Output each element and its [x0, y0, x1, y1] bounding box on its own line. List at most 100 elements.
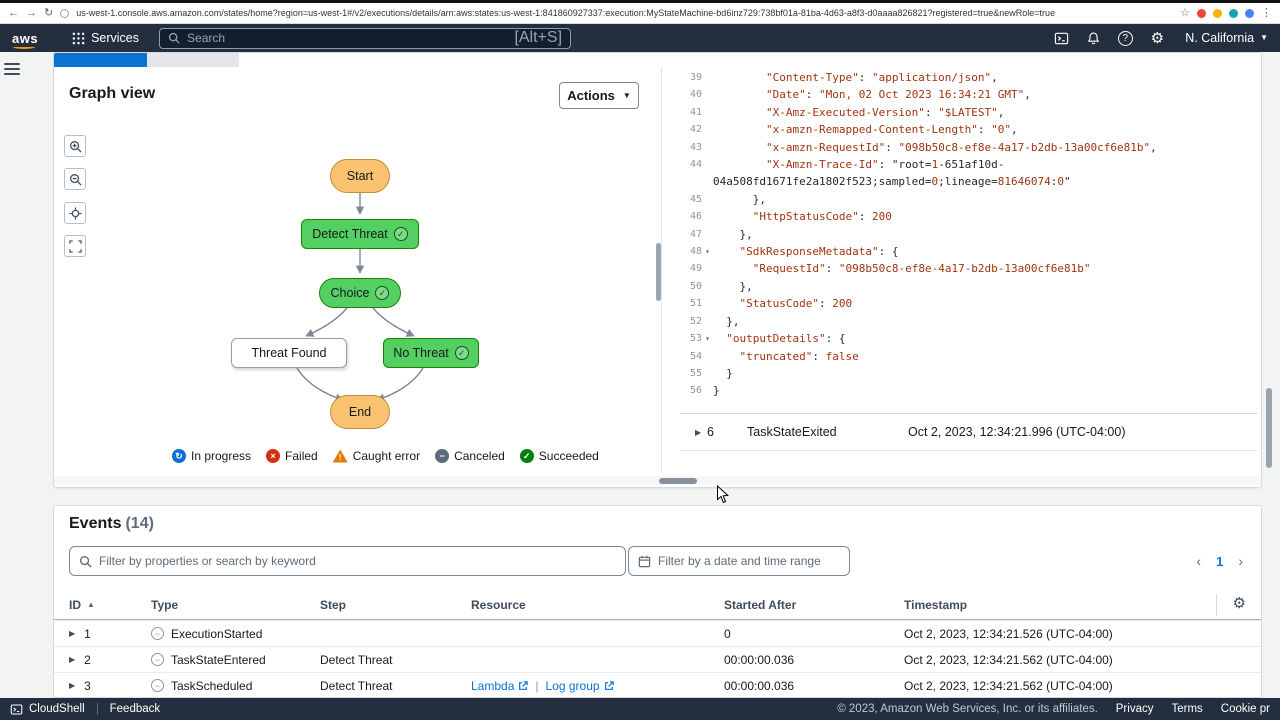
horizontal-scrollbar-track[interactable]: [54, 476, 1261, 485]
chevron-down-icon: ▼: [1260, 33, 1268, 42]
previous-page-icon[interactable]: ‹: [1196, 553, 1202, 569]
console-search[interactable]: [Alt+S]: [159, 27, 572, 49]
help-icon[interactable]: ?: [1111, 26, 1139, 50]
horizontal-scrollbar-thumb[interactable]: [659, 478, 697, 484]
line-number: 50: [689, 280, 702, 292]
search-input[interactable]: [187, 31, 508, 45]
line-number: 55: [689, 367, 702, 379]
forward-icon[interactable]: →: [26, 6, 37, 19]
site-info-icon[interactable]: [60, 8, 70, 18]
table-row[interactable]: ▶1 −ExecutionStarted 0 Oct 2, 2023, 12:3…: [54, 620, 1261, 646]
terms-link[interactable]: Terms: [1171, 703, 1203, 715]
gutter-spacer: [702, 382, 713, 399]
cell-timestamp: Oct 2, 2023, 12:34:21.562 (UTC-04:00): [904, 652, 1113, 667]
cloudshell-icon[interactable]: [1047, 26, 1075, 50]
events-filter-field[interactable]: [99, 554, 616, 568]
code-text: "X-Amz-Executed-Version": "$LATEST",: [765, 105, 1005, 119]
line-number: 44: [689, 159, 702, 171]
next-page-icon[interactable]: ›: [1238, 553, 1243, 569]
extension-icon[interactable]: [1229, 8, 1238, 18]
center-graph-button[interactable]: [64, 202, 86, 224]
code-text: "X-Amzn-Trace-Id": "root=1-651af10d-: [765, 158, 1005, 172]
code-line: 50 },: [680, 278, 1258, 295]
services-menu[interactable]: Services: [72, 31, 139, 45]
graph-node-end[interactable]: End: [330, 395, 390, 429]
cloudshell-button[interactable]: CloudShell: [10, 703, 85, 716]
region-selector[interactable]: N. California ▼: [1185, 31, 1268, 45]
lambda-link[interactable]: Lambda: [471, 679, 529, 693]
cell-type: TaskStateEntered: [171, 652, 266, 667]
back-icon[interactable]: ←: [8, 6, 19, 19]
refresh-icon[interactable]: ↻: [44, 6, 54, 19]
gutter-spacer: [702, 208, 713, 225]
expand-icon[interactable]: ▶: [69, 655, 76, 664]
zoom-out-button[interactable]: [64, 168, 86, 190]
line-number: 56: [689, 385, 702, 397]
collapse-node-icon[interactable]: ▾: [705, 247, 710, 257]
event-output-json: 39 "Content-Type": "application/json",40…: [680, 69, 1258, 400]
fit-view-button[interactable]: [64, 235, 86, 257]
sort-ascending-icon: ▲: [87, 600, 95, 609]
aws-logo[interactable]: aws: [12, 31, 38, 49]
date-range-filter[interactable]: [628, 546, 850, 576]
log-group-link[interactable]: Log group: [546, 679, 614, 693]
expand-icon[interactable]: ▶: [69, 629, 76, 638]
browser-menu-icon[interactable]: ⋮: [1261, 6, 1272, 19]
code-line: 46 "HttpStatusCode": 200: [680, 208, 1258, 225]
events-filter-input[interactable]: [69, 546, 626, 576]
code-line: 04a508fd1671fe2a1802f523;sampled=0;linea…: [680, 173, 1258, 190]
actions-button[interactable]: Actions ▼: [559, 82, 639, 109]
page-number[interactable]: 1: [1216, 553, 1224, 569]
expand-icon[interactable]: ▶: [69, 681, 76, 690]
notifications-bell-icon[interactable]: [1079, 26, 1107, 50]
event-list-item[interactable]: ▶ 6 TaskStateExited Oct 2, 2023, 12:34:2…: [680, 414, 1258, 451]
extension-icon[interactable]: [1213, 8, 1222, 18]
code-line: 39 "Content-Type": "application/json",: [680, 69, 1258, 86]
url-text[interactable]: us-west-1.console.aws.amazon.com/states/…: [76, 8, 1056, 18]
graph-node-no-threat[interactable]: No Threat ✓: [383, 338, 479, 368]
legend-item: ↻In progress: [172, 449, 251, 463]
code-line: 45 },: [680, 191, 1258, 208]
cell-id: 1: [84, 626, 91, 641]
code-line: 54 "truncated": false: [680, 348, 1258, 365]
partial-secondary-button[interactable]: [147, 53, 239, 67]
line-number: 51: [689, 298, 702, 310]
in-progress-status-icon: ↻: [172, 449, 186, 463]
code-text: },: [713, 227, 753, 241]
graph-node-choice[interactable]: Choice ✓: [319, 278, 401, 308]
graph-node-detect-threat[interactable]: Detect Threat ✓: [301, 219, 419, 249]
settings-gear-icon[interactable]: ⚙: [1150, 30, 1165, 47]
privacy-link[interactable]: Privacy: [1115, 703, 1154, 715]
extension-icon[interactable]: [1245, 8, 1254, 18]
date-range-field[interactable]: [658, 554, 840, 568]
expand-icon[interactable]: ▶: [695, 427, 702, 437]
column-id[interactable]: ID ▲: [69, 597, 95, 612]
extension-icon[interactable]: [1197, 8, 1206, 18]
side-nav-toggle[interactable]: [4, 62, 20, 76]
event-type-icon: −: [151, 679, 164, 692]
table-row[interactable]: ▶3 −TaskScheduled Detect Threat Lambda|L…: [54, 672, 1261, 697]
feedback-button[interactable]: Feedback: [109, 703, 161, 715]
table-row[interactable]: ▶2 −TaskStateEntered Detect Threat 00:00…: [54, 646, 1261, 672]
code-line: 42 "x-amzn-Remapped-Content-Length": "0"…: [680, 121, 1258, 138]
zoom-in-button[interactable]: [64, 135, 86, 157]
code-text: },: [713, 314, 740, 328]
legend-item: !Caught error: [332, 449, 420, 463]
header-divider: [1216, 594, 1217, 616]
code-line: 49 "RequestId": "098b50c8-ef8e-4a17-b2db…: [680, 260, 1258, 277]
collapse-node-icon[interactable]: ▾: [705, 334, 710, 344]
table-preferences-gear-icon[interactable]: ⚙: [1232, 595, 1246, 612]
panel-scrollbar[interactable]: [656, 243, 661, 301]
copyright-text: © 2023, Amazon Web Services, Inc. or its…: [837, 703, 1098, 715]
cell-step: Detect Threat: [320, 678, 393, 693]
cookie-preferences-link[interactable]: Cookie pr: [1220, 703, 1270, 715]
line-number: [680, 173, 702, 190]
graph-node-start[interactable]: Start: [330, 159, 390, 193]
legend-label: Failed: [285, 449, 318, 463]
bookmark-star-icon[interactable]: ☆: [1180, 6, 1190, 19]
vertical-scrollbar-thumb[interactable]: [1266, 388, 1272, 468]
partial-primary-button[interactable]: [54, 53, 147, 67]
line-number: 46: [689, 211, 702, 223]
code-text: "truncated": false: [739, 349, 859, 363]
graph-node-threat-found[interactable]: Threat Found: [231, 338, 347, 368]
